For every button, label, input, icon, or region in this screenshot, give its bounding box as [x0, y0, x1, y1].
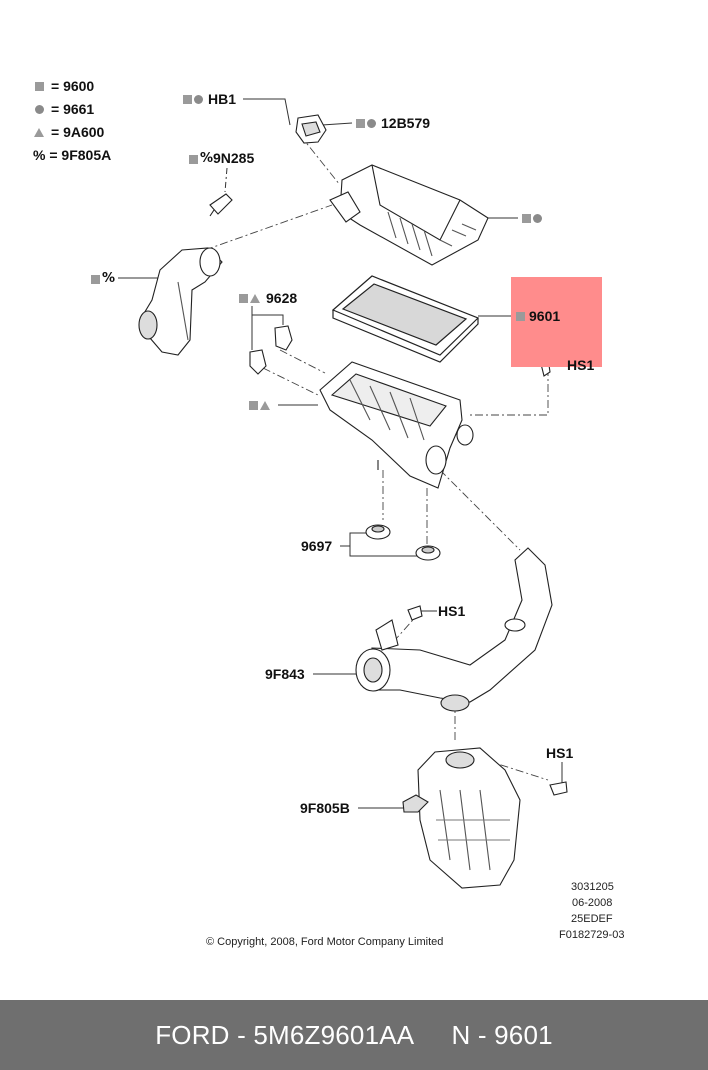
callout-9n285-symbols: %	[189, 151, 213, 168]
circle-icon	[367, 119, 376, 128]
intake-air-temp-sensor	[209, 193, 233, 217]
square-icon	[35, 82, 44, 91]
equals-sign: =	[51, 124, 60, 140]
callout-hb1: HB1	[208, 91, 237, 107]
air-cleaner-cover	[329, 164, 489, 266]
callout-12b579-symbols	[356, 116, 378, 132]
inlet-resonator	[138, 247, 223, 356]
equals-sign: =	[51, 78, 60, 94]
square-icon	[522, 214, 531, 223]
triangle-icon	[260, 401, 270, 410]
square-icon	[183, 95, 192, 104]
leader-lines	[118, 98, 566, 809]
callout-resonator-symbols: %	[91, 271, 115, 288]
footer-bar	[0, 1000, 708, 1070]
equals-sign: =	[51, 101, 60, 117]
circle-icon	[533, 214, 542, 223]
square-icon	[516, 312, 525, 321]
callout-9f843: 9F843	[265, 666, 305, 682]
callout-9601-symbols	[516, 309, 527, 325]
equals-sign: =	[49, 147, 58, 163]
triangle-icon	[250, 294, 260, 303]
exploded-parts-diagram	[118, 98, 568, 889]
mass-airflow-sensor	[295, 114, 327, 144]
square-icon	[356, 119, 365, 128]
percent-symbol: %	[200, 151, 214, 166]
legend-code-circle: 9661	[63, 101, 95, 117]
air-outlet-tube	[355, 547, 553, 712]
triangle-icon	[34, 128, 44, 137]
housing-grommets	[365, 524, 441, 561]
copyright-notice: © Copyright, 2008, Ford Motor Company Li…	[206, 936, 444, 948]
assembly-centerlines	[204, 134, 549, 781]
legend-row-percent: % = 9F805A	[33, 147, 111, 163]
callout-hs1-mid: HS1	[438, 603, 466, 619]
reference-code-4: F0182729-03	[559, 929, 625, 941]
part-9601-highlight	[511, 277, 602, 367]
square-icon	[249, 401, 258, 410]
callout-housing-symbols	[249, 398, 272, 414]
callout-9628: 9628	[266, 290, 298, 306]
legend-row-square-text: = 9600	[51, 78, 94, 94]
callout-12b579: 12B579	[381, 115, 431, 131]
footer-caption: FORD - 5M6Z9601AA N - 9601	[0, 1000, 708, 1070]
callout-hs1-low: HS1	[546, 745, 574, 761]
callout-9601: 9601	[529, 308, 561, 324]
callout-hb1-symbols	[183, 92, 205, 108]
callout-9f805b: 9F805B	[300, 800, 350, 816]
footer-diagram-number: N - 9601	[451, 1019, 553, 1050]
legend-code-percent: 9F805A	[61, 147, 112, 163]
reference-code-2: 06-2008	[572, 897, 613, 909]
percent-symbol: %	[102, 271, 116, 286]
legend-row-triangle-text: = 9A600	[51, 124, 104, 140]
resonator-assembly	[402, 747, 521, 889]
legend-row-circle-text: = 9661	[51, 101, 94, 117]
air-cleaner-lower-housing	[319, 361, 474, 489]
reference-code-1: 3031205	[571, 881, 614, 893]
reference-code-3: 25EDEF	[571, 913, 613, 925]
legend-code-triangle: 9A600	[63, 124, 105, 140]
legend-code-square: 9600	[63, 78, 95, 94]
square-icon	[189, 154, 198, 164]
callout-cover-symbols	[522, 211, 544, 227]
air-filter-element	[331, 275, 480, 363]
callout-9n285: 9N285	[213, 150, 255, 166]
legend-row-square	[35, 79, 46, 95]
legend-row-triangle	[34, 125, 46, 141]
callout-hs1-top: HS1	[567, 357, 595, 373]
legend-row-circle	[35, 102, 46, 118]
footer-part-number: FORD - 5M6Z9601AA	[155, 1019, 415, 1050]
callout-9697: 9697	[301, 538, 333, 554]
square-icon	[239, 294, 248, 303]
retaining-clips	[249, 325, 293, 375]
circle-icon	[35, 105, 44, 114]
callout-9628-symbols	[239, 291, 262, 307]
circle-icon	[194, 95, 203, 104]
footer-spacer	[414, 1020, 451, 1051]
percent-symbol: %	[33, 147, 46, 163]
square-icon	[91, 274, 100, 284]
